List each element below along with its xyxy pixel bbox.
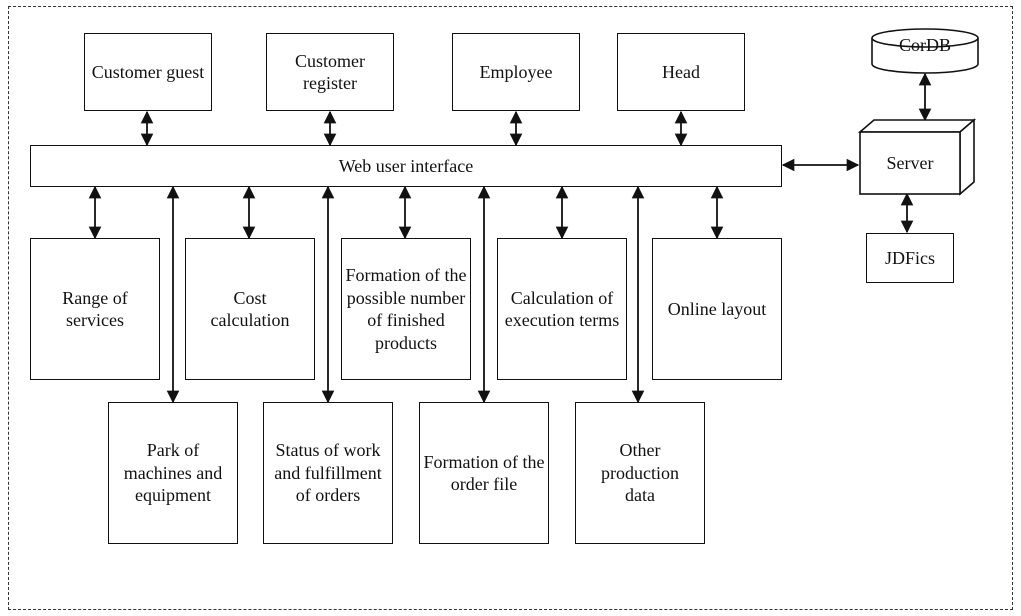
head-box: Head	[617, 33, 745, 111]
status-work-box: Status of work and fulfillment of orders	[263, 402, 393, 544]
online-layout-box: Online layout	[652, 238, 782, 380]
park-machines-box: Park of machines and equipment	[108, 402, 238, 544]
customer-register-label: Customer register	[295, 50, 365, 94]
customer-guest-label: Customer guest	[91, 61, 205, 82]
jdfics-label: JDFics	[884, 247, 935, 268]
cost-calculation-label: Cost calculation	[210, 287, 290, 331]
range-of-services-label: Range of services	[62, 287, 128, 331]
park-machines-label: Park of machines and equipment	[123, 440, 223, 506]
web-user-interface-bar: Web user interface	[30, 145, 782, 187]
online-layout-label: Online layout	[667, 298, 767, 319]
jdfics-box: JDFics	[866, 233, 954, 283]
cordb-label: CorDB	[898, 35, 951, 55]
other-production-box: Other production data	[575, 402, 705, 544]
head-label: Head	[662, 61, 700, 82]
employee-label: Employee	[479, 61, 553, 82]
other-production-label: Other production data	[601, 440, 679, 506]
dashed-boundary	[8, 6, 1013, 610]
formation-order-box: Formation of the order file	[419, 402, 549, 544]
formation-finished-label: Formation of the possible number of fini…	[345, 265, 467, 353]
customer-guest-box: Customer guest	[84, 33, 212, 111]
formation-finished-box: Formation of the possible number of fini…	[341, 238, 471, 380]
web-ui-label: Web user interface	[338, 155, 474, 176]
calc-execution-box: Calculation of execution terms	[497, 238, 627, 380]
server-label: Server	[886, 153, 934, 173]
formation-order-label: Formation of the order file	[423, 451, 545, 495]
range-of-services-box: Range of services	[30, 238, 160, 380]
calc-execution-label: Calculation of execution terms	[504, 287, 620, 331]
status-work-label: Status of work and fulfillment of orders	[274, 440, 382, 506]
cost-calculation-box: Cost calculation	[185, 238, 315, 380]
customer-register-box: Customer register	[266, 33, 394, 111]
employee-box: Employee	[452, 33, 580, 111]
